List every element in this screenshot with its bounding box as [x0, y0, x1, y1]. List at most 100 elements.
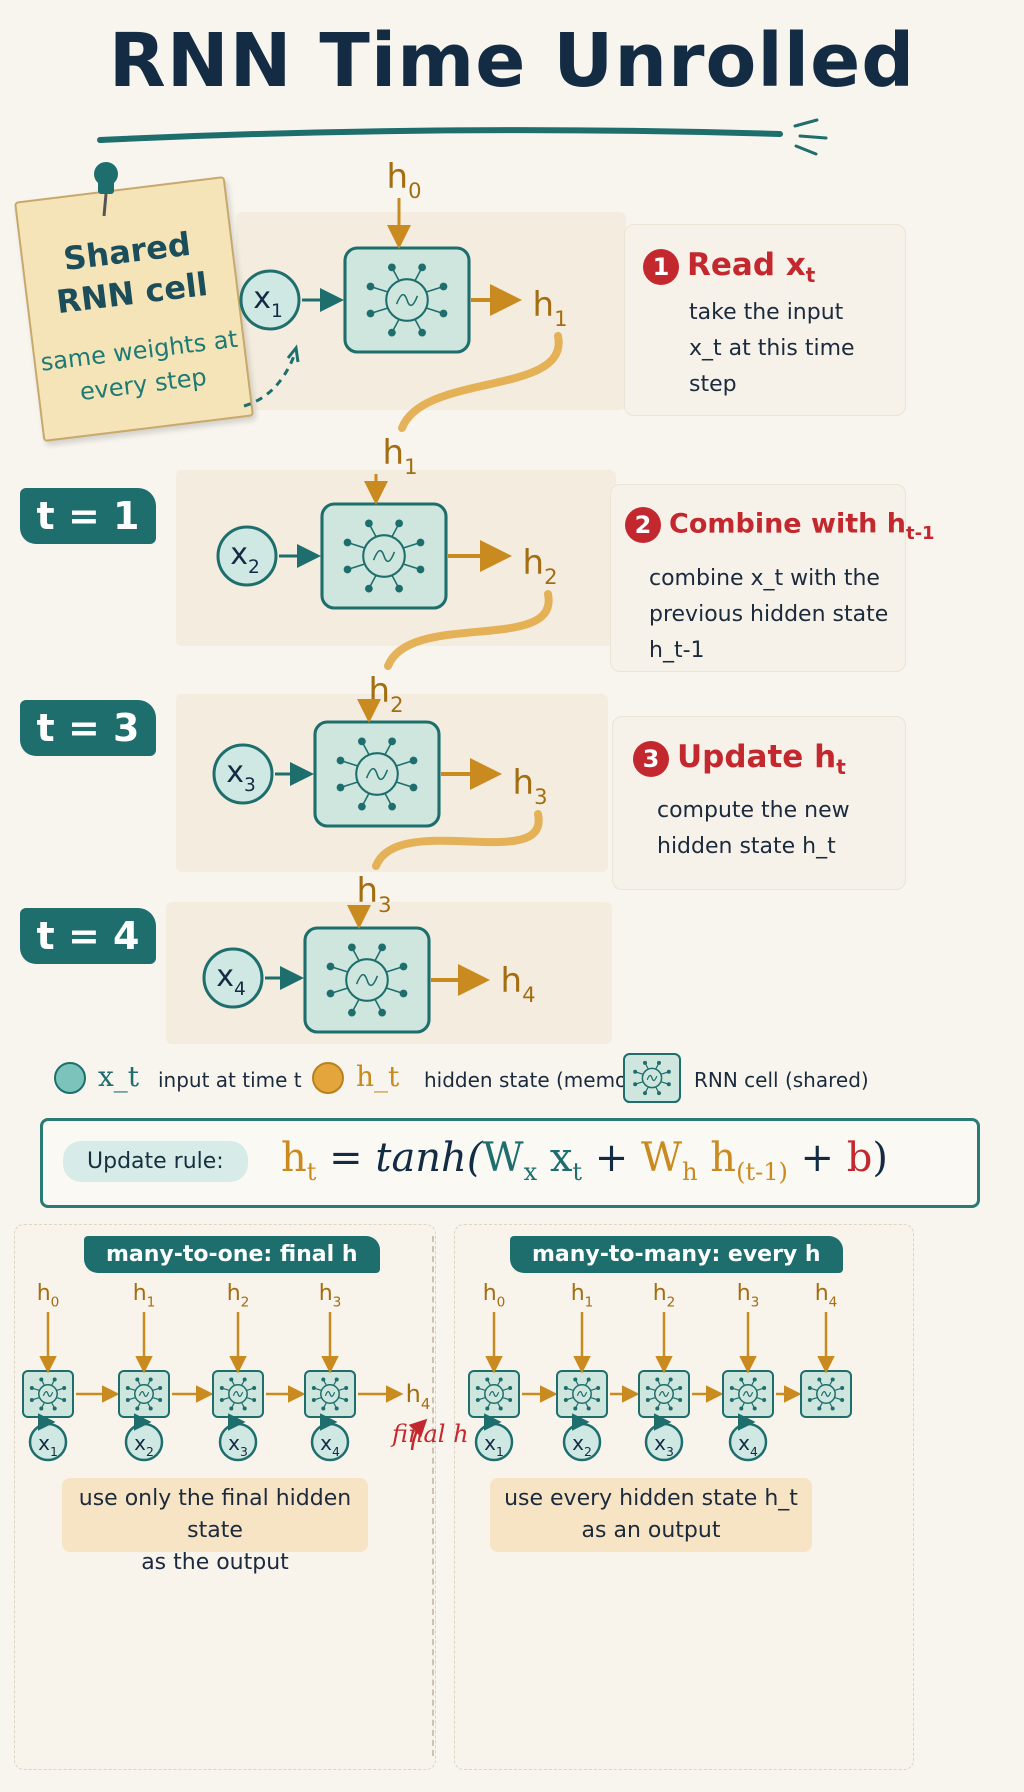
many-to-one-h-label: h1	[133, 1281, 156, 1311]
many-to-one-x-node	[124, 1422, 164, 1462]
unrolled-rnn-diagram: x1 h1 h0 x2 h2 h1 x3 h3 h2 x4 h4 h3	[202, 157, 568, 1034]
many-to-one-cell	[22, 1370, 74, 1418]
hidden-carry-curve	[398, 332, 563, 432]
time-tag-1: t = 1	[20, 488, 156, 544]
hidden-out-label: h1	[533, 285, 568, 331]
many-to-many-tag: many-to-many: every h	[510, 1236, 843, 1273]
many-to-many-x-node	[728, 1422, 768, 1462]
step-3-body-line: hidden state h_t	[657, 834, 836, 859]
time-tag-3: t = 4	[20, 908, 156, 964]
step-1-body-line: take the input	[689, 300, 844, 325]
rnn-cell	[343, 246, 471, 354]
many-to-one-x-label: x2	[134, 1431, 154, 1459]
x-input-node	[202, 947, 264, 1009]
many-to-many-x-label: x4	[738, 1431, 758, 1459]
update-rule-formula: ht = tanh(Wx xt + Wh h(t-1) + b)	[281, 1135, 888, 1186]
hidden-in-label: h0	[387, 157, 422, 203]
legend-h-label: hidden state (memory)	[424, 1068, 656, 1092]
rnn-cell	[313, 720, 441, 828]
many-to-one-cell	[304, 1370, 356, 1418]
title-underline	[97, 118, 828, 156]
many-to-many-cell	[722, 1370, 774, 1418]
step-1-body-line: x_t at this time	[689, 336, 855, 361]
step-1-number: 1	[643, 248, 679, 285]
many-to-one-h-label: h3	[319, 1281, 342, 1311]
x-input-node	[212, 743, 274, 805]
hidden-carry-curve	[384, 590, 553, 670]
many-to-many-h-label: h3	[737, 1281, 760, 1311]
step-2-number: 2	[625, 507, 661, 543]
cell-icon	[623, 1053, 681, 1103]
x-input-label: x2	[230, 537, 260, 578]
many-to-one-x-label: x4	[320, 1431, 340, 1459]
many-to-many-x-label: x3	[654, 1431, 674, 1459]
step-3-body-line: compute the new	[657, 798, 850, 823]
many-to-one-caption: use only the final hidden state as the o…	[62, 1478, 368, 1575]
legend-h-symbol: h_t	[356, 1060, 400, 1093]
many-to-many-cell	[468, 1370, 520, 1418]
many-to-one-x-node	[310, 1422, 350, 1462]
x-input-node	[239, 269, 301, 331]
many-to-one-final-pointer	[408, 1418, 428, 1451]
legend-x-dot	[54, 1062, 86, 1094]
hidden-out-label: h3	[513, 763, 548, 809]
many-to-many-cell	[638, 1370, 690, 1418]
page-title: RNN Time Unrolled	[108, 18, 916, 104]
rnn-cell	[303, 926, 431, 1034]
many-to-many-x-node	[474, 1422, 514, 1462]
x-input-label: x1	[253, 281, 283, 322]
many-to-many-x-node	[644, 1422, 684, 1462]
many-to-many-h-label: h2	[653, 1281, 676, 1311]
many-to-many-x-node	[562, 1422, 602, 1462]
many-to-many-caption: use every hidden state h_t as an output	[490, 1478, 812, 1552]
legend-x-label: input at time t	[158, 1068, 302, 1092]
step-2-body-line: h_t-1	[649, 638, 705, 663]
final-h-note: final h	[392, 1420, 469, 1448]
step-3-number: 3	[633, 740, 669, 777]
many-to-many-x-label: x1	[484, 1431, 504, 1459]
hidden-in-label: h1	[383, 433, 418, 479]
legend-h-dot	[312, 1062, 344, 1094]
x-input-label: x4	[216, 959, 246, 1000]
many-to-one-out-label: h4	[406, 1380, 431, 1413]
note-arrow	[243, 344, 300, 408]
rnn-cell	[320, 502, 448, 610]
hidden-carry-curve	[372, 810, 543, 870]
legend-cell-shape	[623, 1053, 681, 1103]
legend-cell-label: RNN cell (shared)	[694, 1068, 869, 1092]
many-to-one-cell	[118, 1370, 170, 1418]
many-to-one-tag: many-to-one: final h	[84, 1236, 380, 1273]
panel-divider	[432, 1236, 434, 1756]
many-to-one-x-node	[218, 1422, 258, 1462]
x-input-label: x3	[226, 755, 256, 796]
pushpin-icon	[94, 162, 118, 217]
many-to-many-h-label: h0	[483, 1281, 506, 1311]
many-to-one-cell	[212, 1370, 264, 1418]
many-to-many-cell	[800, 1370, 852, 1418]
time-tag-2: t = 3	[20, 700, 156, 756]
hidden-out-label: h2	[523, 543, 558, 589]
hidden-out-label: h4	[501, 961, 536, 1007]
many-to-one-x-label: x1	[38, 1431, 58, 1459]
update-rule-box: Update rule: ht = tanh(Wx xt + Wh h(t-1)…	[40, 1118, 980, 1208]
hidden-in-label: h3	[357, 871, 392, 917]
many-to-many-h-label: h1	[571, 1281, 594, 1311]
many-to-one-x-label: x3	[228, 1431, 248, 1459]
many-to-many-h-label: h4	[815, 1281, 838, 1311]
x-input-node	[216, 525, 278, 587]
legend-x-symbol: x_t	[98, 1060, 140, 1093]
step-2-body-line: combine x_t with the	[649, 566, 880, 591]
hidden-in-label: h2	[369, 671, 404, 717]
many-to-one-h-label: h0	[37, 1281, 60, 1311]
many-to-many-cell	[556, 1370, 608, 1418]
many-to-many-x-label: x2	[572, 1431, 592, 1459]
step-1-body-line: step	[689, 372, 737, 397]
many-to-one-x-node	[28, 1422, 68, 1462]
